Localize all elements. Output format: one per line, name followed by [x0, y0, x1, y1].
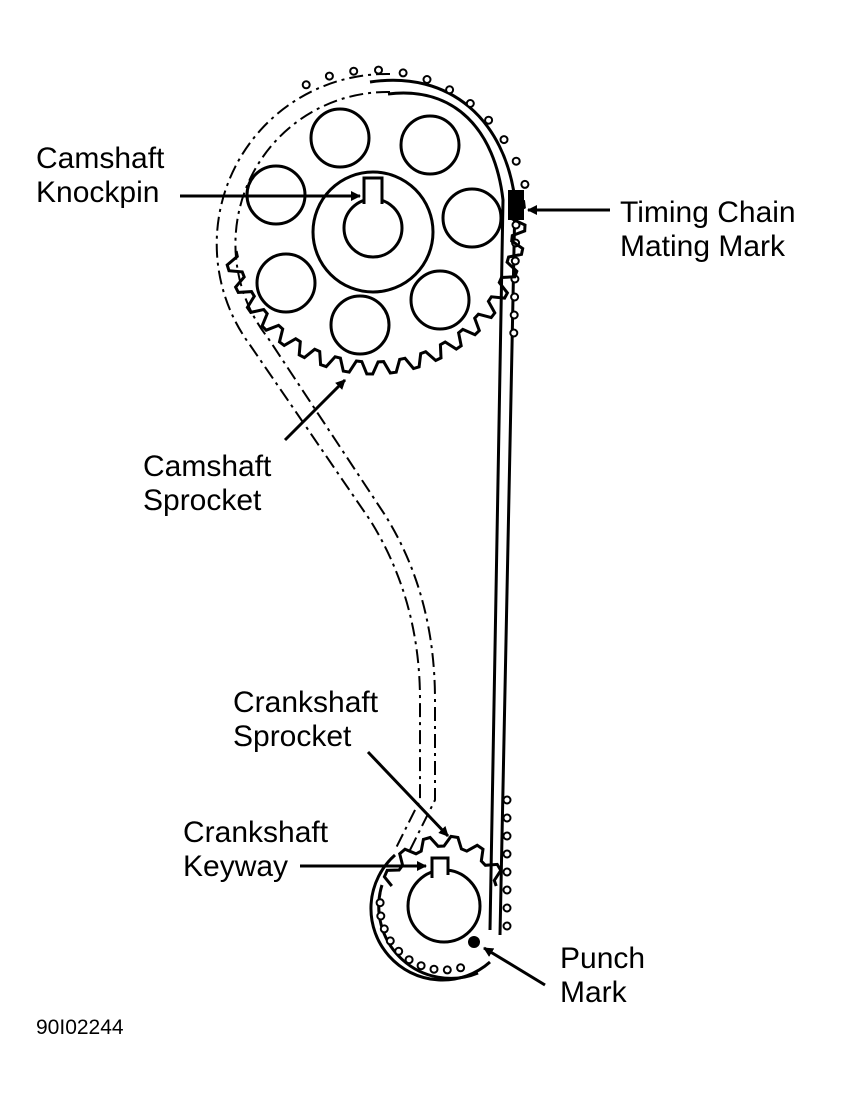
chain-roller: [416, 961, 426, 971]
chain-roller: [376, 911, 386, 921]
cam-lightening-hole: [309, 107, 371, 169]
chain-roller: [398, 68, 408, 78]
leader-arrows: [180, 191, 610, 987]
chain-roller: [445, 85, 455, 95]
label-crankshaft-keyway: Crankshaft Keyway: [183, 816, 336, 883]
crank-bore: [406, 868, 482, 944]
label-punch-mark: Punch Mark: [560, 942, 653, 1009]
chain-roller: [502, 849, 512, 859]
cam-lightening-hole: [409, 269, 471, 331]
chain-roller: [349, 66, 359, 76]
chain-roller: [509, 328, 519, 338]
chain-roller: [484, 115, 494, 125]
label-timing-chain-mating-mark: Timing Chain Mating Mark: [620, 196, 804, 263]
timing-chain: [369, 78, 517, 982]
label-camshaft-sprocket: Camshaft Sprocket: [143, 450, 280, 517]
chain-roller: [509, 310, 519, 320]
chain-roller: [429, 964, 439, 974]
arrow-camshaft-sprocket: [283, 378, 347, 442]
arrow-crankshaft-sprocket: [366, 750, 450, 838]
chain-guide-outline: [215, 72, 436, 851]
chain-roller: [499, 135, 509, 145]
chain-roller: [502, 903, 512, 913]
chain-roller: [502, 885, 512, 895]
chain-roller: [502, 867, 512, 877]
chain-roller: [442, 965, 452, 975]
chain-roller: [502, 831, 512, 841]
cam-bore: [342, 197, 404, 259]
punch-mark-dot: [468, 936, 480, 948]
chain-roller: [324, 71, 334, 81]
label-crankshaft-sprocket: Crankshaft Sprocket: [233, 686, 386, 753]
timing-chain-mating-mark: [508, 190, 524, 220]
chain-roller: [502, 813, 512, 823]
chain-roller: [385, 936, 395, 946]
crankshaft-keyway: [430, 856, 450, 878]
label-camshaft-knockpin: Camshaft Knockpin: [36, 142, 173, 209]
chain-roller: [422, 75, 432, 84]
chain-links: [301, 65, 530, 975]
chain-roller: [379, 924, 389, 934]
chain-roller: [374, 65, 383, 75]
chain-roller: [502, 795, 512, 805]
cam-hub: [311, 170, 435, 294]
chain-roller: [510, 292, 520, 302]
chain-roller: [375, 898, 385, 908]
chain-roller: [511, 156, 521, 166]
chain-roller: [510, 256, 520, 266]
chain-roller: [465, 99, 475, 108]
arrow-punch-mark: [483, 946, 546, 987]
cam-lightening-hole: [255, 252, 317, 314]
crankshaft-sprocket: [382, 834, 503, 944]
camshaft-knockpin: [362, 176, 384, 204]
chain-roller: [301, 80, 311, 90]
chain-roller: [502, 921, 512, 931]
cam-lightening-hole: [329, 294, 391, 356]
camshaft-sprocket-teeth: [225, 196, 527, 376]
chain-roller: [456, 963, 466, 973]
cam-lightening-hole: [399, 114, 461, 176]
chain-roller: [520, 179, 530, 189]
figure-code: 90I02244: [36, 1016, 124, 1039]
cam-lightening-hole: [441, 187, 503, 249]
chain-roller: [394, 946, 404, 956]
chain-roller: [404, 955, 414, 965]
camshaft-sprocket: [225, 107, 527, 376]
